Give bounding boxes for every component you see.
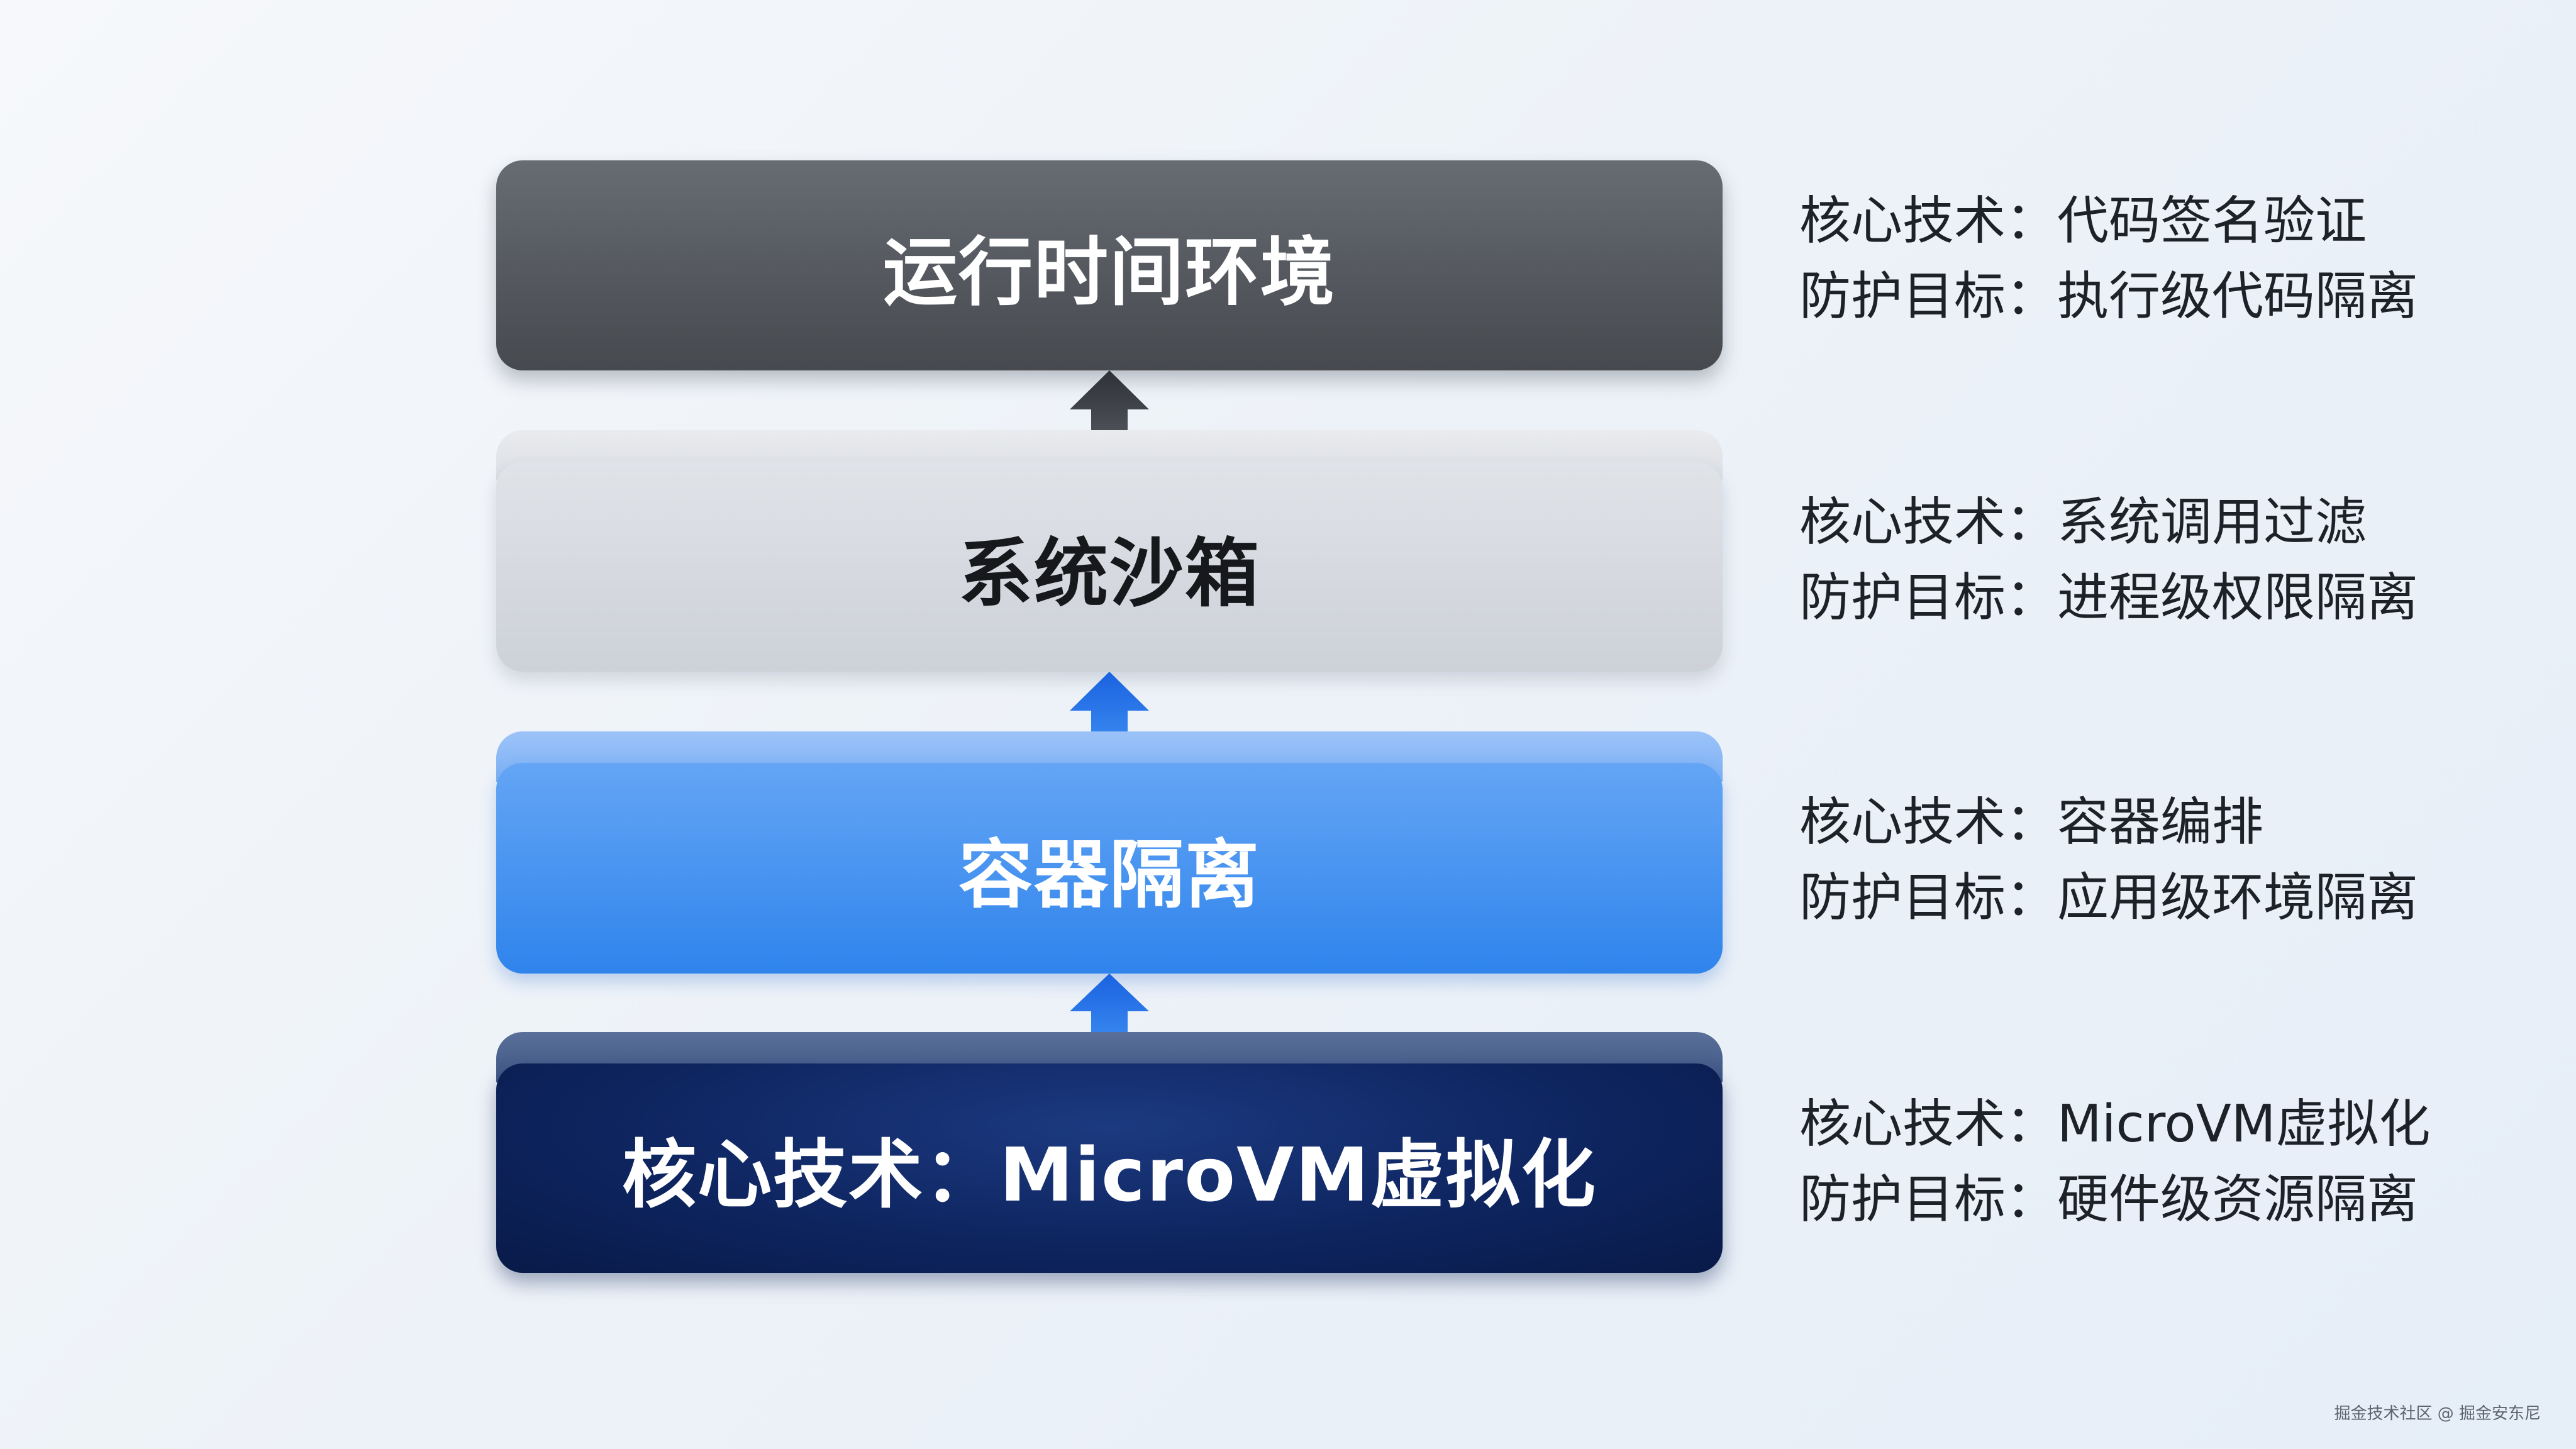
layer-sandbox-label: 系统沙箱 <box>496 462 1723 672</box>
watermark: 掘金技术社区 @ 掘金安东尼 <box>2334 1404 2541 1423</box>
desc-sandbox-goal: 防护目标：进程级权限隔离 <box>1799 568 2419 628</box>
desc-runtime-tech: 核心技术：代码签名验证 <box>1799 191 2367 251</box>
desc-runtime: 核心技术：代码签名验证 防护目标：执行级代码隔离 <box>1799 184 2418 335</box>
desc-container-goal: 防护目标：应用级环境隔离 <box>1799 868 2419 928</box>
layer-runtime-label: 运行时间环境 <box>496 160 1723 370</box>
desc-microvm: 核心技术：MicroVM虚拟化 防护目标：硬件级资源隔离 <box>1799 1087 2431 1238</box>
arrow-up-icon <box>1070 974 1149 1049</box>
arrow-up-icon <box>1070 370 1149 449</box>
desc-container-tech: 核心技术：容器编排 <box>1799 792 2264 852</box>
desc-sandbox-tech: 核心技术：系统调用过滤 <box>1799 492 2367 552</box>
desc-sandbox: 核心技术：系统调用过滤 防护目标：进程级权限隔离 <box>1799 485 2418 636</box>
layer-container-label: 容器隔离 <box>496 763 1723 974</box>
layer-microvm: 核心技术：MicroVM虚拟化 <box>496 1032 1723 1273</box>
desc-runtime-goal: 防护目标：执行级代码隔离 <box>1799 267 2419 326</box>
layer-sandbox: 系统沙箱 <box>496 430 1723 672</box>
layer-container: 容器隔离 <box>496 731 1723 974</box>
desc-microvm-goal: 防护目标：硬件级资源隔离 <box>1799 1170 2419 1230</box>
desc-container: 核心技术：容器编排 防护目标：应用级环境隔离 <box>1799 785 2418 936</box>
desc-microvm-tech: 核心技术：MicroVM虚拟化 <box>1799 1094 2431 1154</box>
layer-microvm-label: 核心技术：MicroVM虚拟化 <box>496 1063 1723 1273</box>
layer-runtime: 运行时间环境 <box>496 160 1723 370</box>
arrow-up-icon <box>1070 672 1149 750</box>
